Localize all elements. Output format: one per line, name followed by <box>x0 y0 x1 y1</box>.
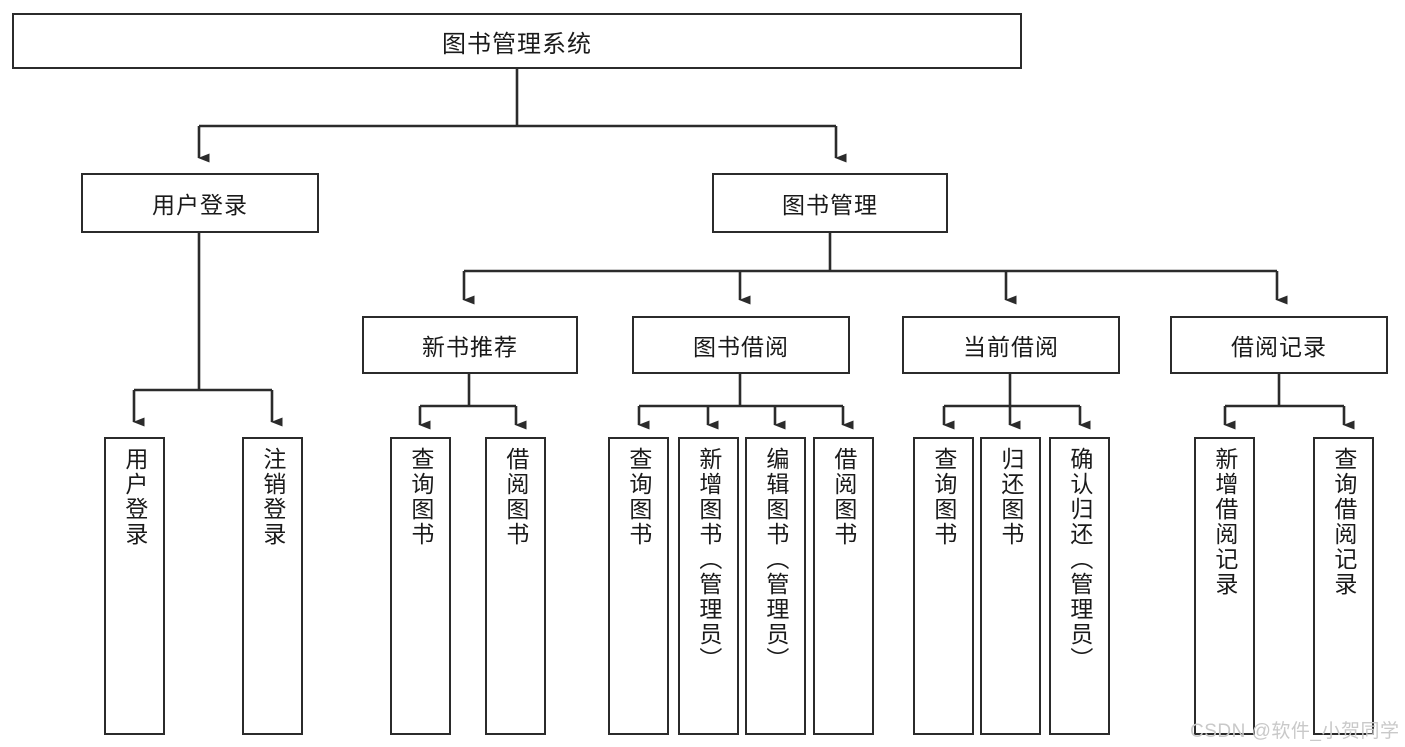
node-label: 图书管理 <box>782 192 878 218</box>
node-label: 借阅图书 <box>830 447 857 547</box>
node-label: 当前借阅 <box>963 334 1059 360</box>
node-root-system[interactable]: 图书管理系统 <box>12 13 1022 69</box>
node-label: 查询图书 <box>407 447 434 547</box>
node-borrow-record[interactable]: 借阅记录 <box>1170 316 1388 374</box>
node-label: 编辑图书（管理员） <box>762 447 789 672</box>
node-new-book-recommend[interactable]: 新书推荐 <box>362 316 578 374</box>
node-label: 用户登录 <box>152 192 248 218</box>
node-label: 图书管理系统 <box>442 30 592 58</box>
node-label: 确认归还（管理员） <box>1066 447 1093 672</box>
node-label: 新增借阅记录 <box>1211 447 1238 597</box>
node-label: 查询图书 <box>930 447 957 547</box>
node-label: 新增图书（管理员） <box>695 447 722 672</box>
node-label: 归还图书 <box>997 447 1024 547</box>
node-book-management[interactable]: 图书管理 <box>712 173 948 233</box>
node-label: 借阅图书 <box>502 447 529 547</box>
node-current-borrow[interactable]: 当前借阅 <box>902 316 1120 374</box>
node-leaf-logout-login[interactable]: 注销登录 <box>242 437 303 735</box>
node-leaf-query-book-2[interactable]: 查询图书 <box>608 437 669 735</box>
node-leaf-user-login[interactable]: 用户登录 <box>104 437 165 735</box>
node-leaf-add-borrow-record[interactable]: 新增借阅记录 <box>1194 437 1255 735</box>
node-book-borrow[interactable]: 图书借阅 <box>632 316 850 374</box>
node-label: 图书借阅 <box>693 334 789 360</box>
node-leaf-confirm-return[interactable]: 确认归还（管理员） <box>1049 437 1110 735</box>
node-label: 借阅记录 <box>1231 334 1327 360</box>
node-user-login[interactable]: 用户登录 <box>81 173 319 233</box>
node-leaf-query-book-3[interactable]: 查询图书 <box>913 437 974 735</box>
node-leaf-return-book[interactable]: 归还图书 <box>980 437 1041 735</box>
node-leaf-query-borrow-record[interactable]: 查询借阅记录 <box>1313 437 1374 735</box>
node-label: 注销登录 <box>259 447 286 547</box>
node-label: 查询图书 <box>625 447 652 547</box>
csdn-watermark: CSDN @软件_小贺同学 <box>1190 721 1400 742</box>
node-leaf-borrow-book-2[interactable]: 借阅图书 <box>813 437 874 735</box>
node-leaf-add-book[interactable]: 新增图书（管理员） <box>678 437 739 735</box>
node-leaf-edit-book[interactable]: 编辑图书（管理员） <box>745 437 806 735</box>
node-label: 查询借阅记录 <box>1330 447 1357 597</box>
node-leaf-query-book-1[interactable]: 查询图书 <box>390 437 451 735</box>
node-label: 用户登录 <box>121 447 148 547</box>
node-label: 新书推荐 <box>422 334 518 360</box>
node-leaf-borrow-book-1[interactable]: 借阅图书 <box>485 437 546 735</box>
